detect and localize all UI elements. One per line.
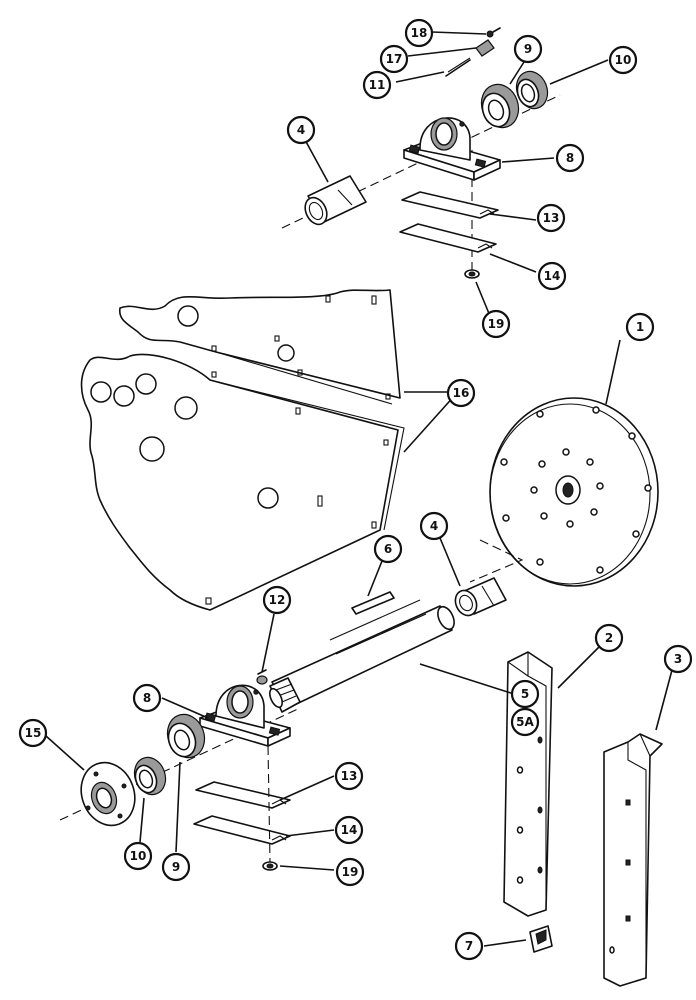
svg-text:19: 19 <box>342 865 359 879</box>
callout-6: 6 <box>373 534 403 564</box>
svg-text:2: 2 <box>605 631 613 645</box>
callout-4-top: 4 <box>286 115 316 145</box>
shim-lower-14 <box>193 815 291 845</box>
grease-fitting-stem <box>445 57 471 77</box>
callout-9-top: 9 <box>513 34 543 64</box>
callout-13-lower: 13 <box>334 761 364 791</box>
svg-text:13: 13 <box>341 769 358 783</box>
leader-lines <box>45 31 673 947</box>
callout-9-lower: 9 <box>161 852 191 882</box>
svg-text:14: 14 <box>341 823 358 837</box>
callout-11: 11 <box>362 70 392 100</box>
svg-text:6: 6 <box>384 542 392 556</box>
svg-text:8: 8 <box>566 151 574 165</box>
callout-1: 1 <box>625 312 655 342</box>
side-panels <box>80 289 405 611</box>
shim-lower-13 <box>195 781 291 809</box>
svg-text:16: 16 <box>453 386 470 400</box>
svg-text:9: 9 <box>524 42 532 56</box>
svg-text:4: 4 <box>297 123 305 137</box>
washer-lower-19 <box>262 861 278 871</box>
callout-19-lower: 19 <box>335 857 365 887</box>
svg-text:10: 10 <box>615 53 632 67</box>
svg-text:18: 18 <box>411 26 428 40</box>
callout-8-lower: 8 <box>132 683 162 713</box>
flange-hub <box>80 761 136 827</box>
callout-12: 12 <box>262 585 292 615</box>
svg-text:7: 7 <box>465 939 473 953</box>
disc-outer-holes <box>500 406 652 574</box>
clip-7 <box>529 925 553 953</box>
callout-7: 7 <box>454 931 484 961</box>
svg-text:5A: 5A <box>516 715 534 729</box>
callout-14-lower: 14 <box>334 815 364 845</box>
pillow-block-top <box>403 117 501 181</box>
shim-top-13 <box>401 191 499 219</box>
callout-4-lower: 4 <box>419 511 449 541</box>
bracket-3 <box>603 733 663 987</box>
callout-10-lower: 10 <box>123 841 153 871</box>
callout-18: 18 <box>404 18 434 48</box>
svg-text:3: 3 <box>674 652 682 666</box>
callout-5a: 5A <box>510 707 540 737</box>
pillow-block-lower <box>199 684 291 747</box>
shim-top-14 <box>399 223 497 253</box>
callout-15: 15 <box>18 718 48 748</box>
top-assembly <box>281 27 561 279</box>
svg-text:1: 1 <box>636 320 644 334</box>
fitting-part-18 <box>486 27 501 38</box>
svg-text:13: 13 <box>543 211 560 225</box>
lower-assembly <box>80 669 291 871</box>
disc-plate <box>469 397 659 587</box>
svg-text:19: 19 <box>488 317 505 331</box>
shaft-key <box>351 591 395 615</box>
collar-lower <box>133 756 167 796</box>
svg-text:14: 14 <box>544 269 561 283</box>
svg-text:15: 15 <box>25 726 42 740</box>
callout-14-top: 14 <box>537 261 567 291</box>
svg-text:12: 12 <box>269 593 286 607</box>
callout-10-top: 10 <box>608 45 638 75</box>
fitting-part-17 <box>475 39 495 57</box>
sleeve-lower <box>454 577 507 617</box>
bearing-lower <box>166 713 206 759</box>
callout-3: 3 <box>663 644 693 674</box>
callout-13-top: 13 <box>536 203 566 233</box>
collar-top <box>515 70 549 110</box>
svg-text:5: 5 <box>521 687 529 701</box>
svg-text:4: 4 <box>430 519 438 533</box>
callout-5: 5 <box>510 679 540 709</box>
svg-text:17: 17 <box>386 52 403 66</box>
svg-text:8: 8 <box>143 691 151 705</box>
panel-front <box>80 353 399 611</box>
svg-text:11: 11 <box>369 78 386 92</box>
grease-fitting-lower <box>256 669 268 685</box>
disc-inner-holes <box>530 448 604 528</box>
callout-2: 2 <box>594 623 624 653</box>
callout-8-top: 8 <box>555 143 585 173</box>
svg-text:10: 10 <box>130 849 147 863</box>
sleeve-top <box>304 175 367 226</box>
callout-17: 17 <box>379 44 409 74</box>
washer-top-19 <box>464 269 480 279</box>
callout-16: 16 <box>446 378 476 408</box>
svg-text:9: 9 <box>172 860 180 874</box>
callout-19-top: 19 <box>481 309 511 339</box>
bearing-top <box>480 83 520 129</box>
